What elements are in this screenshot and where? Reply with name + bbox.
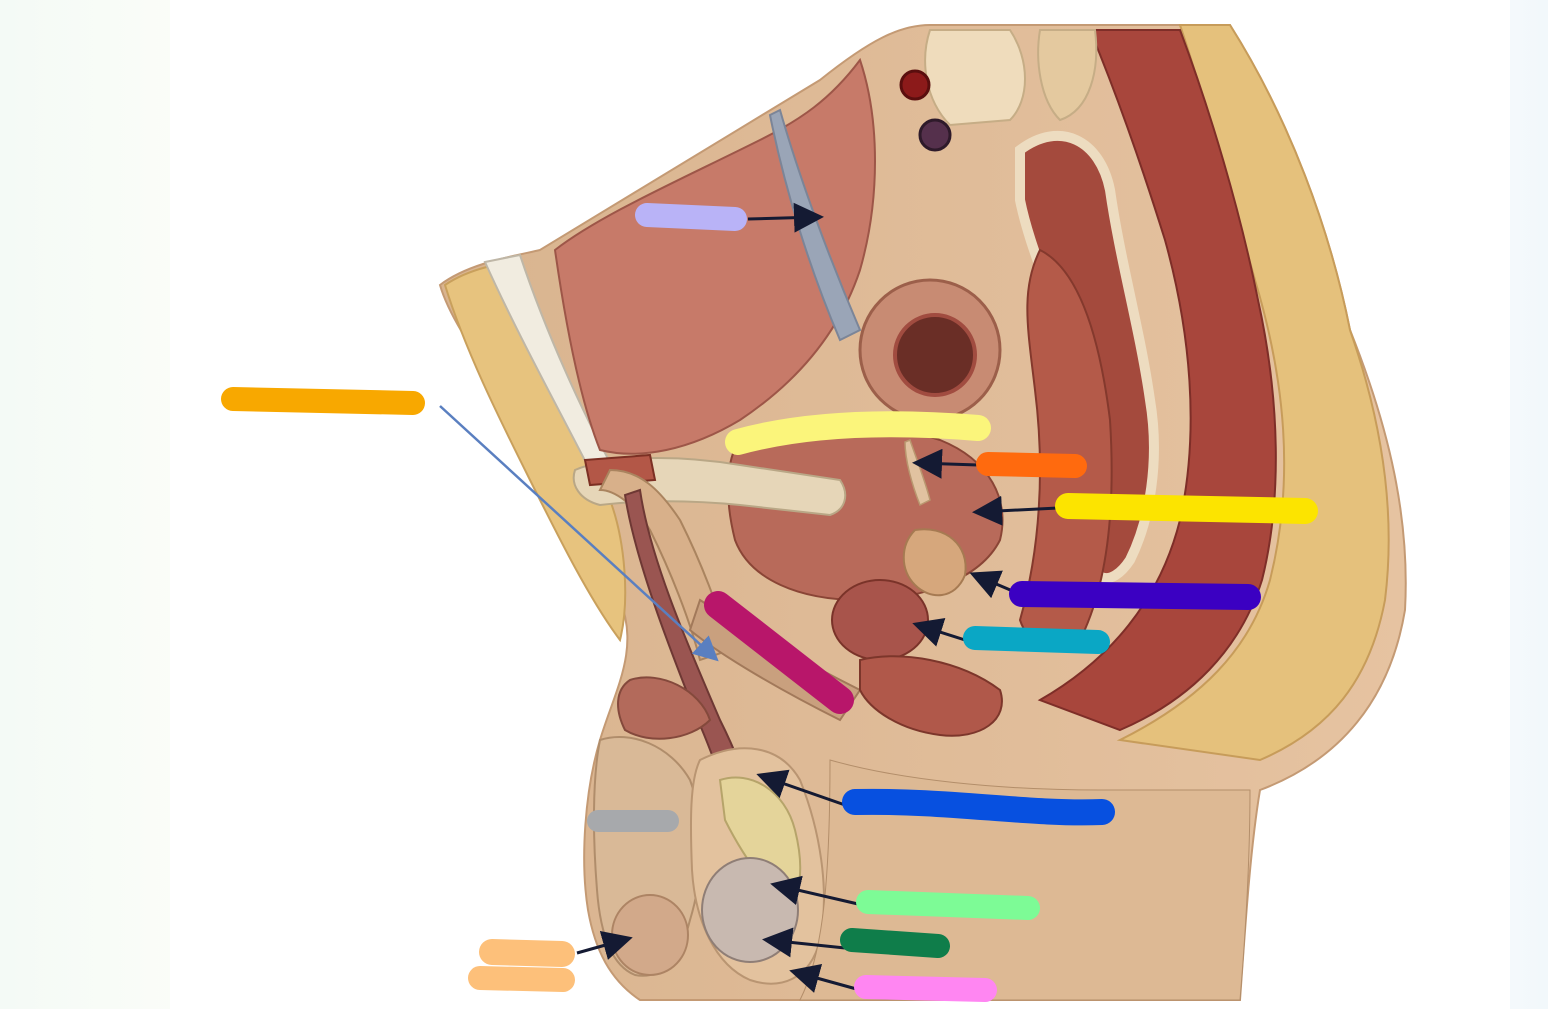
label-9-highlight bbox=[842, 788, 1115, 826]
arrow-4 bbox=[912, 448, 979, 479]
seminal-vesicle bbox=[902, 528, 967, 597]
lumbar-vertebra bbox=[924, 29, 1026, 127]
penis-upper bbox=[617, 676, 712, 740]
label-12-highlight bbox=[840, 928, 950, 958]
arrow-9 bbox=[756, 769, 846, 807]
label-11-highlight bbox=[856, 890, 1040, 920]
gluteal-muscle bbox=[1037, 29, 1277, 732]
label-3-highlight bbox=[725, 411, 991, 455]
label-1-highlight bbox=[635, 203, 747, 231]
testis bbox=[701, 857, 799, 963]
posterior-fat bbox=[1116, 24, 1390, 762]
arrow-14 bbox=[789, 963, 861, 993]
label-13-highlight-b bbox=[468, 966, 575, 992]
label-13-highlight-a bbox=[479, 939, 575, 967]
iliac-artery bbox=[899, 69, 931, 101]
arrow-8 bbox=[912, 618, 966, 647]
arrow-12 bbox=[762, 927, 846, 958]
label-4-highlight bbox=[976, 452, 1087, 478]
label-5-highlight bbox=[1055, 493, 1318, 524]
iliac-vein bbox=[918, 118, 952, 152]
arrow-5 bbox=[972, 495, 1059, 526]
label-8-highlight bbox=[963, 626, 1110, 654]
label-14-highlight bbox=[854, 975, 997, 1002]
sigmoid-colon-lumen bbox=[893, 313, 977, 397]
arrow-1 bbox=[747, 202, 824, 233]
prostate-gland bbox=[831, 579, 929, 661]
arrow-6 bbox=[969, 570, 1016, 599]
label-2-highlight bbox=[221, 387, 425, 415]
bulbospongiosus bbox=[859, 655, 1003, 737]
label-7-highlight bbox=[704, 591, 854, 714]
glans-penis bbox=[611, 894, 689, 976]
arrow-11 bbox=[770, 875, 859, 906]
arrow-2 bbox=[439, 405, 719, 662]
lumbar-vertebra-2 bbox=[1037, 29, 1098, 122]
label-6-highlight bbox=[1009, 581, 1261, 610]
arrow-13 bbox=[576, 931, 633, 960]
